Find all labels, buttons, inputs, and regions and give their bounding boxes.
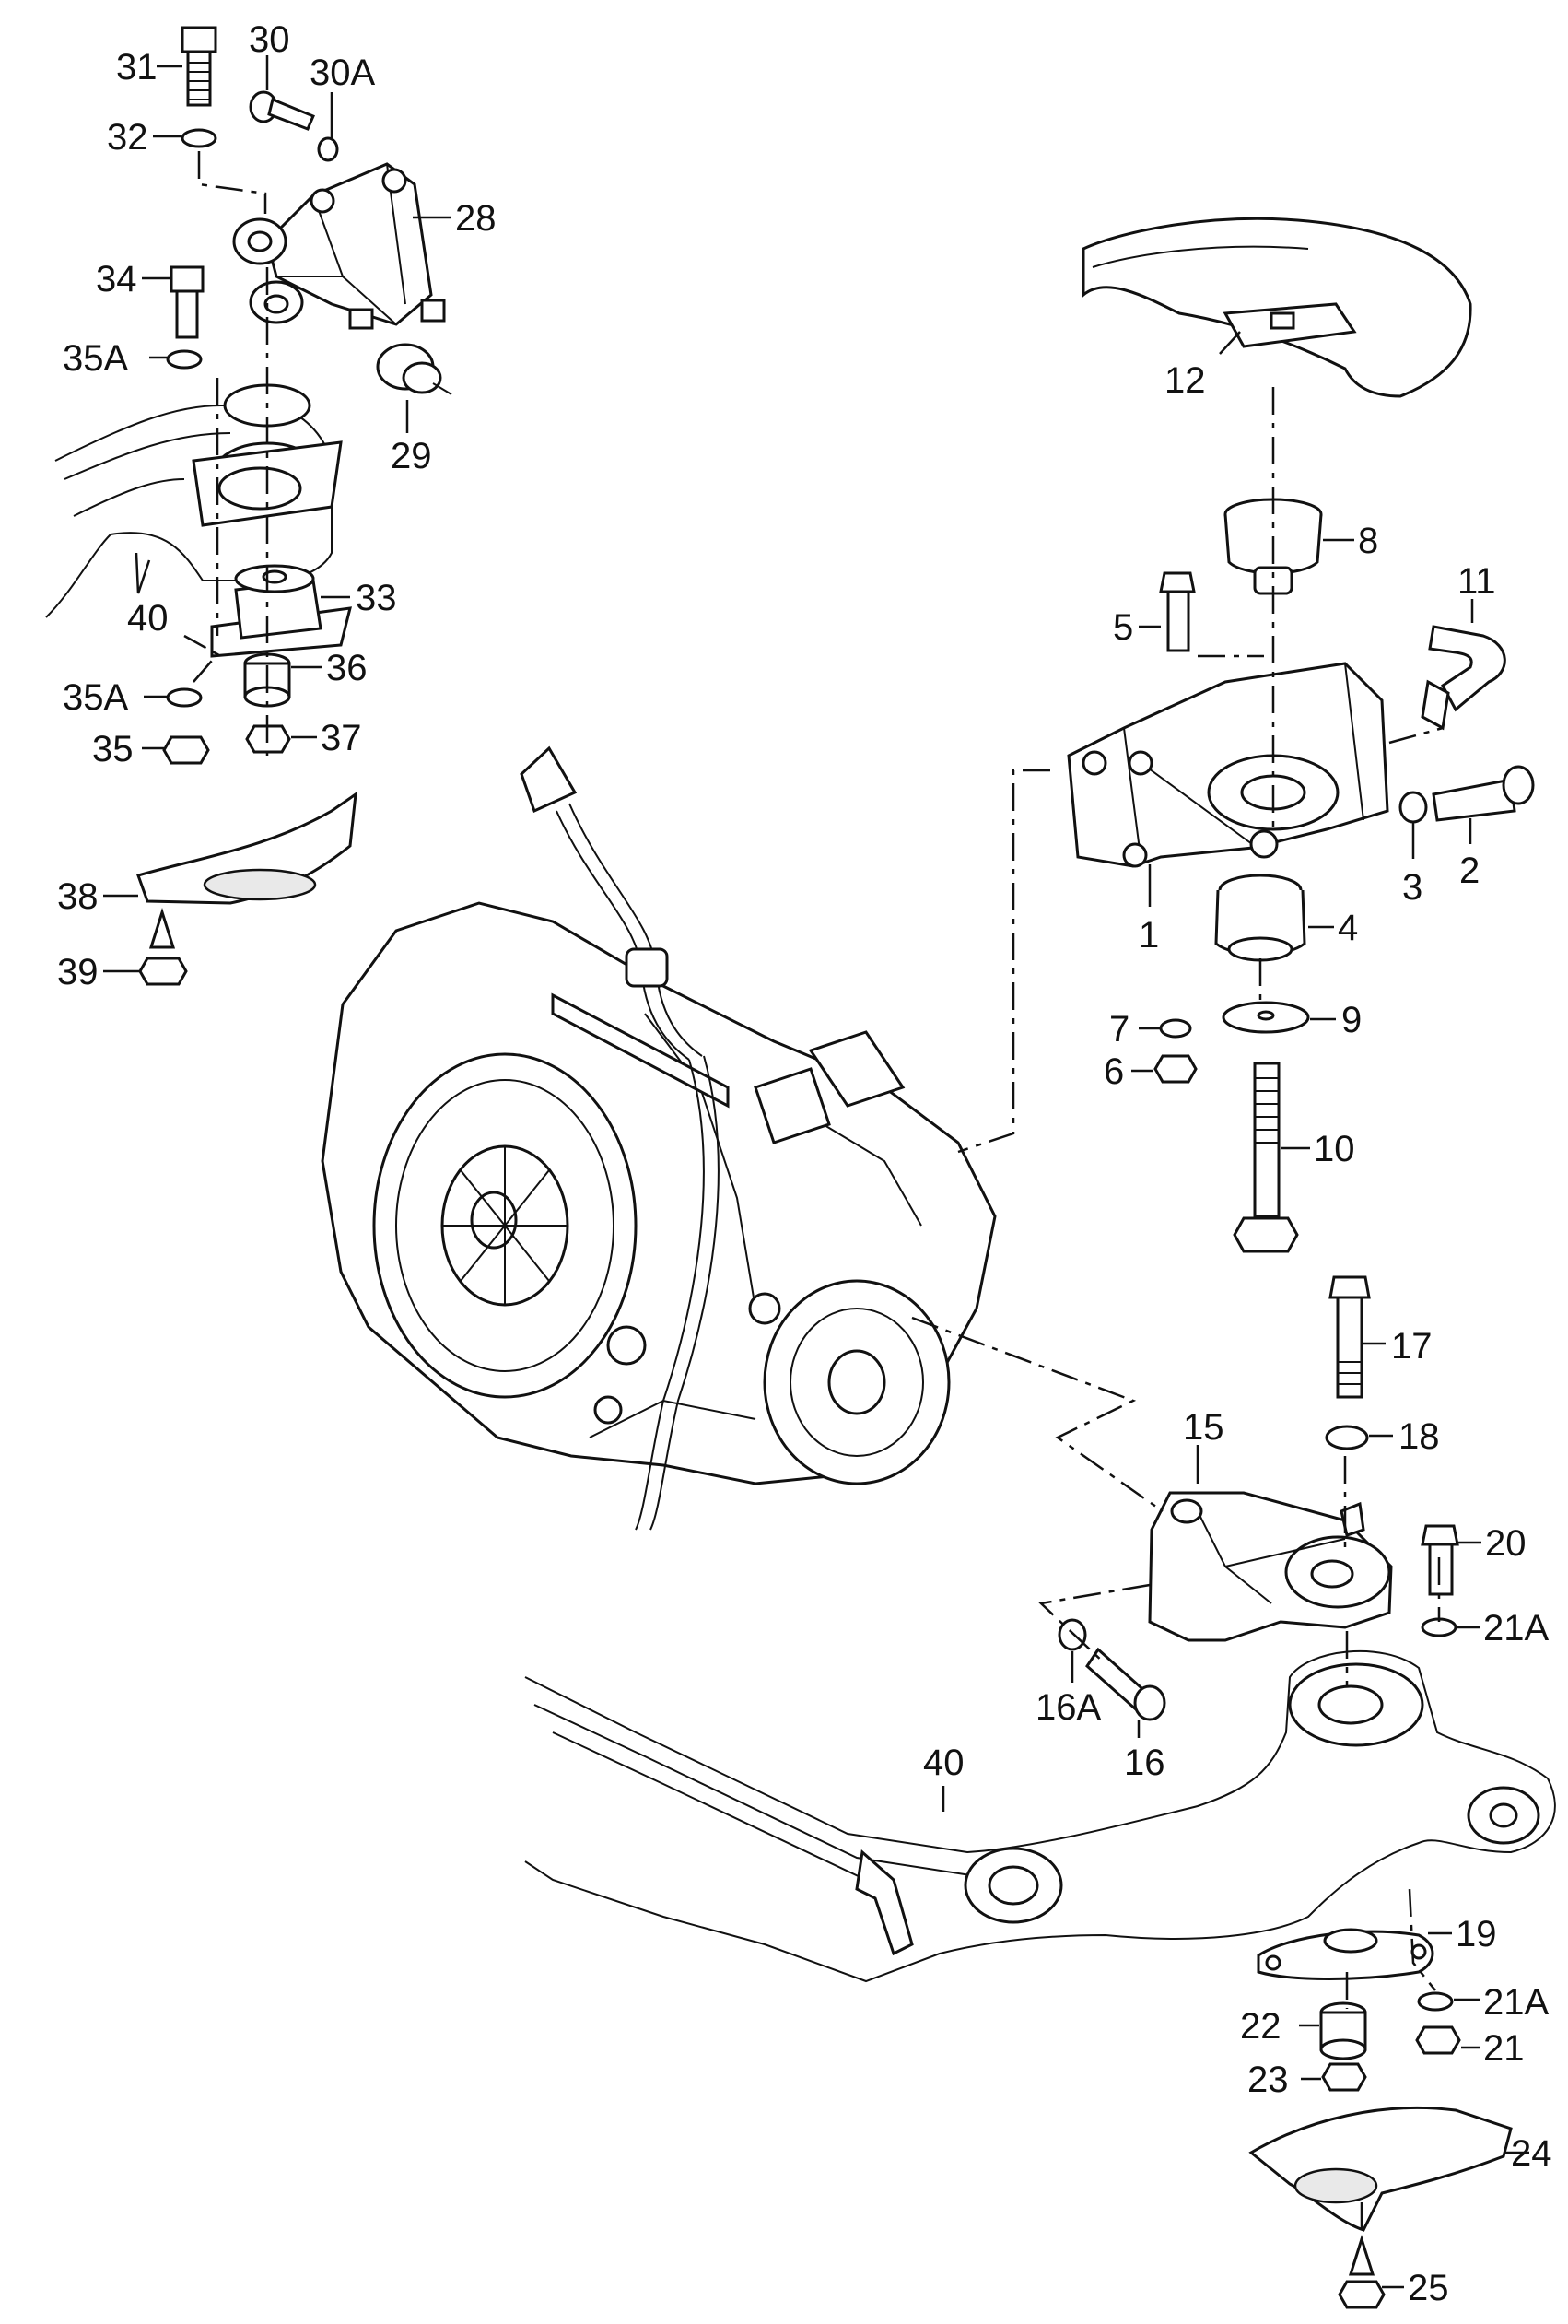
label-21a-low: 21A — [1483, 1982, 1549, 2023]
leader-lines — [103, 55, 1529, 2289]
label-40-bottom: 40 — [923, 1743, 965, 1783]
label-23: 23 — [1247, 2060, 1289, 2100]
label-15: 15 — [1183, 1407, 1224, 1448]
nut-21 — [1415, 2025, 1461, 2055]
label-12: 12 — [1164, 360, 1206, 401]
label-22: 22 — [1240, 2006, 1281, 2047]
label-17: 17 — [1391, 1326, 1433, 1367]
washer-7 — [1159, 1018, 1192, 1039]
washer-32 — [181, 128, 217, 148]
left-mount-assembly — [45, 26, 452, 986]
label-11: 11 — [1457, 561, 1496, 602]
bushing-29 — [376, 343, 452, 395]
mount-4 — [1214, 874, 1306, 962]
bolt-34 — [170, 265, 205, 339]
shield-38 — [136, 791, 357, 905]
screw-25 — [1338, 2235, 1386, 2309]
washer-9 — [1222, 1001, 1310, 1034]
bolt-2 — [1432, 765, 1535, 822]
washer-30a — [317, 136, 339, 162]
label-25: 25 — [1408, 2268, 1449, 2308]
screw-39 — [138, 908, 188, 986]
label-28: 28 — [455, 198, 497, 239]
nut-23 — [1321, 2062, 1367, 2092]
label-30a: 30A — [310, 53, 375, 93]
transmission — [321, 745, 997, 1531]
label-20: 20 — [1485, 1523, 1527, 1564]
label-21a-top: 21A — [1483, 1608, 1549, 1649]
label-38: 38 — [57, 876, 99, 917]
label-4: 4 — [1338, 908, 1358, 948]
bracket-1 — [1067, 662, 1389, 868]
spacer-22 — [1319, 2001, 1367, 2060]
clip-11 — [1421, 625, 1506, 731]
label-33: 33 — [356, 578, 397, 618]
dipstick-tube — [520, 745, 720, 1531]
label-30: 30 — [249, 19, 290, 60]
washer-21a-low — [1417, 1991, 1454, 2012]
washer-35a-low — [166, 687, 203, 708]
label-37: 37 — [321, 718, 362, 758]
label-16a: 16A — [1036, 1687, 1101, 1728]
label-19: 19 — [1456, 1914, 1497, 1954]
bolt-31 — [181, 26, 217, 107]
label-7: 7 — [1109, 1009, 1129, 1050]
label-24: 24 — [1511, 2133, 1552, 2174]
label-21: 21 — [1483, 2028, 1525, 2069]
label-9: 9 — [1341, 1000, 1362, 1040]
label-40-top: 40 — [127, 598, 169, 639]
label-10: 10 — [1314, 1129, 1355, 1169]
washer-3 — [1398, 791, 1428, 824]
label-35: 35 — [92, 729, 134, 769]
label-2: 2 — [1459, 851, 1480, 891]
label-35a-top: 35A — [63, 338, 128, 379]
washer-35a-top — [166, 349, 203, 370]
right-mount-assembly — [957, 217, 1535, 1253]
bolt-20 — [1421, 1524, 1459, 1596]
label-39: 39 — [57, 952, 99, 992]
label-6: 6 — [1104, 1051, 1124, 1092]
label-31: 31 — [116, 47, 158, 88]
label-35a-low: 35A — [63, 677, 128, 718]
bolt-10 — [1233, 1062, 1299, 1253]
label-16: 16 — [1124, 1743, 1165, 1783]
label-29: 29 — [391, 436, 432, 476]
label-36: 36 — [326, 648, 368, 688]
label-18: 18 — [1398, 1416, 1440, 1457]
lower-mount-assembly — [524, 1275, 1556, 2309]
bracket-28 — [232, 162, 446, 330]
heat-shield-12 — [1082, 217, 1472, 398]
washer-18 — [1325, 1425, 1369, 1450]
plate-19 — [1257, 1928, 1434, 1980]
shield-24 — [1248, 2106, 1513, 2232]
bolt-16 — [1085, 1647, 1166, 1721]
part-labels: 31 30 30A 32 28 34 35A 29 40 33 35A 36 3… — [57, 19, 1552, 2308]
label-3: 3 — [1402, 867, 1422, 908]
washer-16a — [1058, 1618, 1087, 1651]
label-5: 5 — [1113, 607, 1133, 648]
label-32: 32 — [107, 117, 148, 158]
mount-33 — [210, 564, 352, 658]
nut-6 — [1153, 1054, 1198, 1084]
nut-35 — [162, 735, 210, 765]
bolt-5 — [1159, 571, 1196, 652]
bracket-15 — [1148, 1491, 1393, 1642]
label-8: 8 — [1358, 521, 1378, 561]
subframe-40-bottom — [524, 1649, 1556, 1983]
bolt-17 — [1328, 1275, 1371, 1399]
label-1: 1 — [1139, 915, 1159, 956]
label-34: 34 — [96, 259, 137, 299]
bolt-30 — [249, 90, 315, 131]
